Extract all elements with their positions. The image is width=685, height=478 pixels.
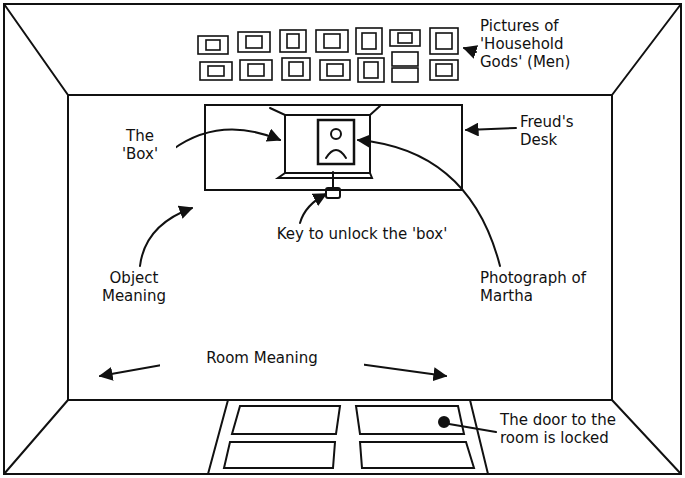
object-meaning-label: Object Meaning (90, 268, 178, 306)
photo-label: Photograph of Martha (478, 268, 602, 306)
locked-door (208, 400, 488, 474)
picture-label: Pictures of 'Household Gods' (Men) (478, 16, 604, 72)
room-edge (612, 400, 681, 474)
box-label: The 'Box' (104, 126, 176, 164)
door-label: The door to the room is locked (498, 410, 620, 448)
room-edge (4, 400, 68, 474)
back-wall (68, 95, 612, 400)
leader-arrows (100, 48, 516, 432)
room-edge (4, 4, 68, 95)
household-god-pictures (198, 28, 458, 82)
desk-label: Freud's Desk (518, 112, 606, 150)
room-meaning-label: Room Meaning (160, 348, 364, 368)
key-label: Key to unlock the 'box' (245, 224, 479, 244)
key-symbol (326, 172, 340, 198)
locked-box (270, 106, 380, 178)
room-edge (612, 4, 681, 95)
room-frame (4, 4, 681, 474)
freud-desk (205, 105, 462, 190)
